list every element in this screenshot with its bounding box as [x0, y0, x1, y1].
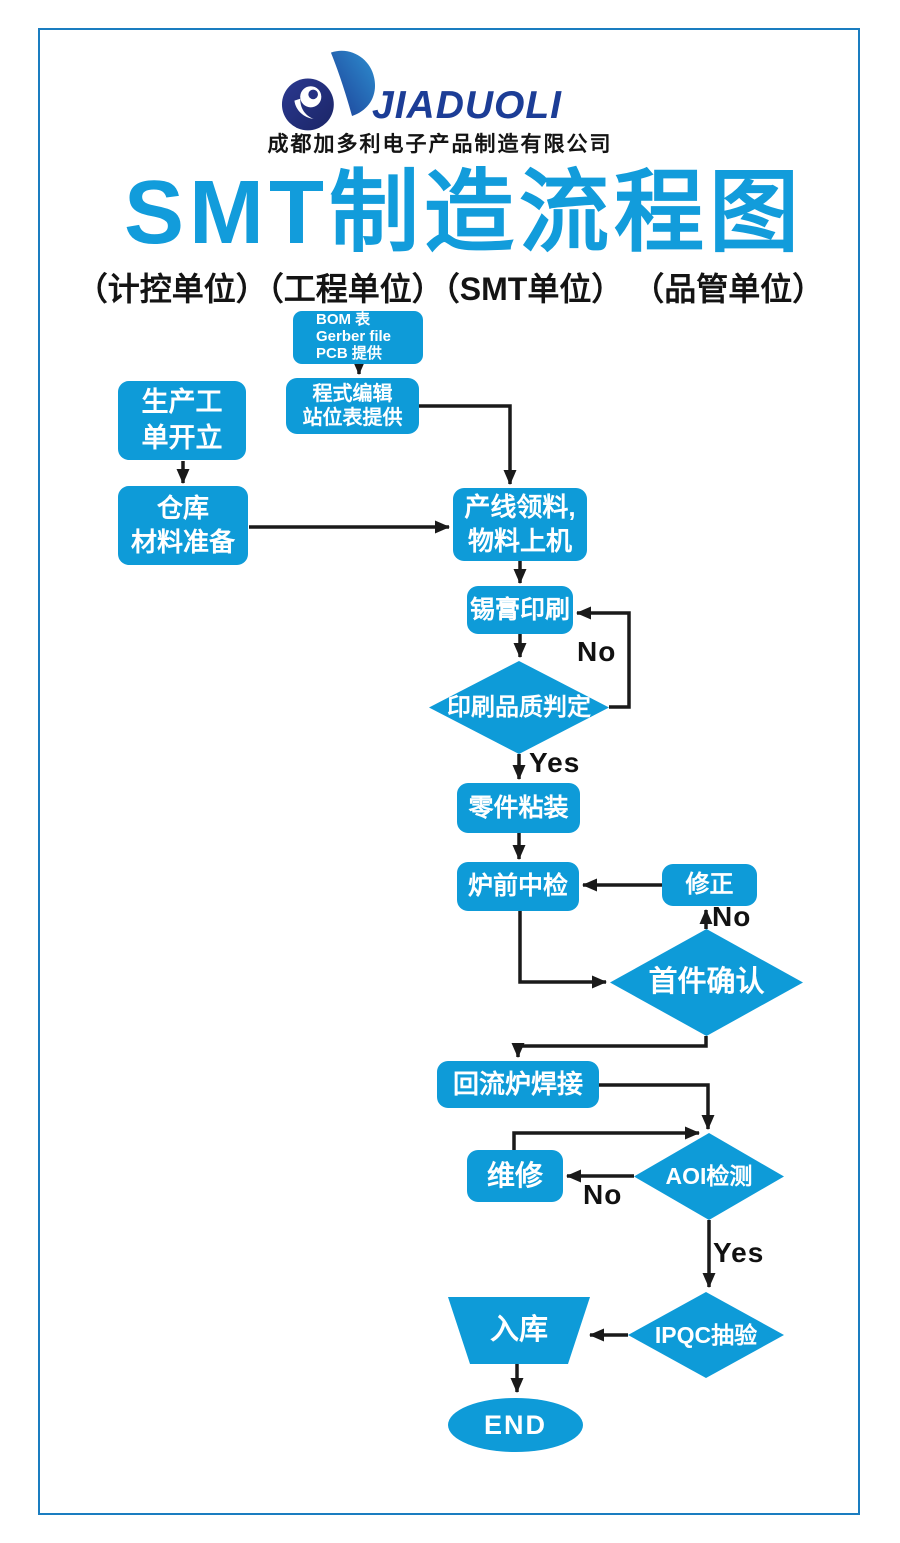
label-printcheck-no: No: [577, 636, 617, 667]
node-line: 材料准备: [130, 526, 235, 557]
edge-preoven-to-firstarticle: [518, 911, 607, 989]
label-printcheck-yes: Yes: [529, 747, 581, 778]
node-reflow-soldering: 回流炉焊接: [437, 1061, 599, 1108]
edge-reflow-to-aoi: [599, 1083, 715, 1130]
node-work-order: 生产工 单开立: [118, 381, 246, 460]
label-aoi-no: No: [583, 1179, 623, 1210]
node-line: 仓库: [156, 492, 209, 523]
logo-wordmark: JIADUOLI: [372, 84, 563, 127]
node-line: Gerber file: [316, 328, 392, 346]
label-aoi-yes: Yes: [713, 1237, 765, 1268]
node-line: 产线领料,: [464, 491, 576, 522]
poster-border-frame: [38, 28, 860, 1515]
jiaduoli-logo-icon: [281, 50, 376, 131]
node-line: 站位表提供: [302, 407, 403, 429]
node-solder-paste-printing: 锡膏印刷: [467, 586, 573, 634]
edge-program-to-feeding: [418, 404, 517, 485]
node-line: BOM 表: [316, 311, 371, 329]
node-repair: 维修: [467, 1150, 563, 1202]
company-name: 成都加多利电子产品制造有限公司: [267, 133, 613, 156]
page-title: SMT制造流程图: [124, 163, 804, 263]
node-program-edit: 程式编辑 站位表提供: [286, 378, 419, 434]
node-component-placement: 零件粘装: [457, 783, 580, 833]
unit-legend: （计控单位）（工程单位）（SMT单位） （品管单位）: [75, 271, 825, 307]
node-pre-reflow-inspection: 炉前中检: [457, 862, 579, 911]
node-line: 程式编辑: [312, 382, 393, 405]
node-line: 单开立: [141, 422, 223, 453]
label-firstarticle-no: No: [712, 901, 752, 932]
edge-printcheck-no-loop: [576, 606, 631, 709]
node-correction: 修正: [662, 864, 757, 906]
node-line: 物料上机: [467, 525, 572, 556]
node-line: 生产工: [141, 387, 223, 418]
edge-firstarticle-to-reflow: [511, 1036, 708, 1058]
node-warehousing: 入库: [448, 1297, 590, 1364]
node-line-feeding: 产线领料, 物料上机: [453, 488, 587, 561]
node-bom-gerber-pcb: BOM 表 Gerber file PCB 提供: [293, 311, 423, 364]
node-end: END: [448, 1398, 583, 1452]
edge-repair-loop-to-aoi: [512, 1126, 700, 1150]
node-line: PCB 提供: [316, 344, 382, 362]
node-warehouse-material: 仓库 材料准备: [118, 486, 248, 565]
